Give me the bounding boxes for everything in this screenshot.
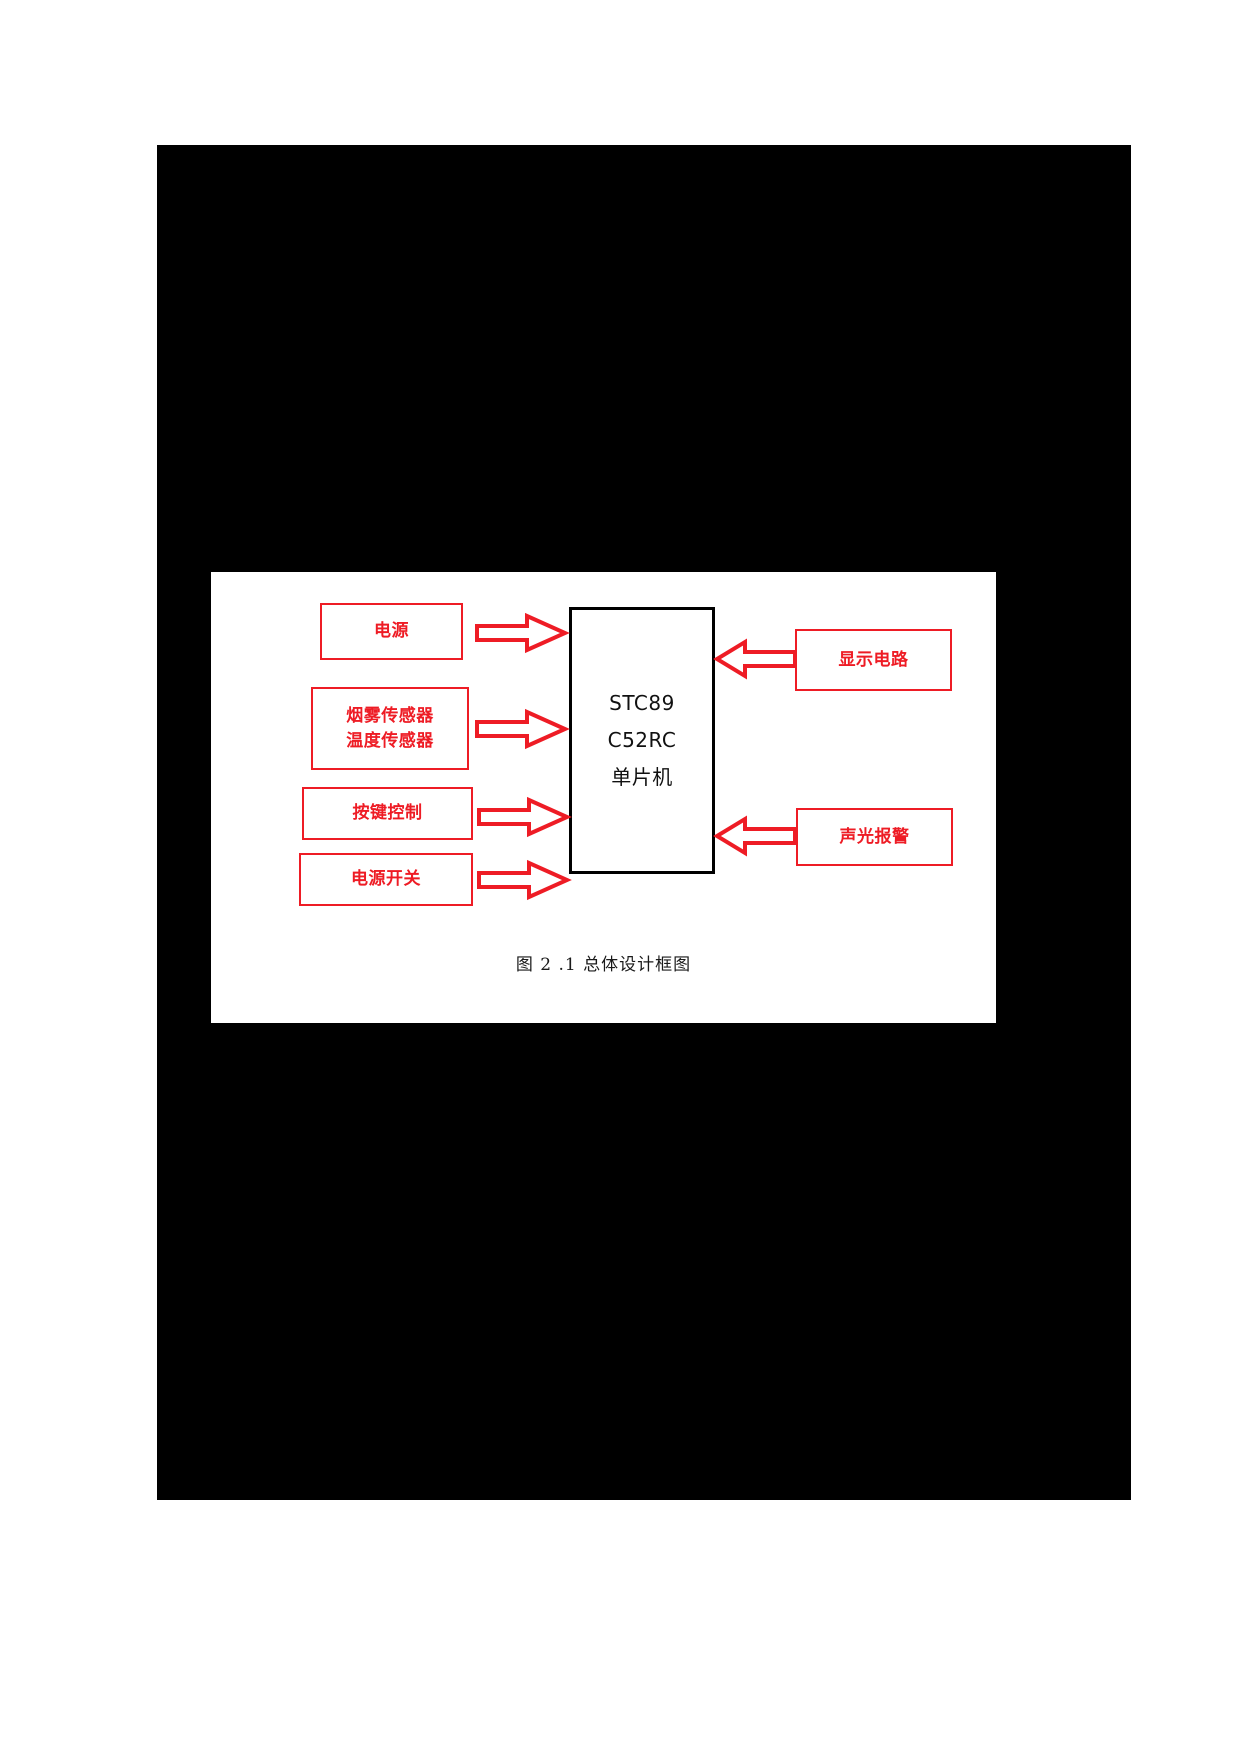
mcu-line-3: 单片机	[611, 765, 673, 789]
block-audible-visual-alarm-label: 声光报警	[839, 826, 910, 846]
block-temperature-sensor-label: 温度传感器	[346, 730, 434, 750]
figure-panel: 电源 烟雾传感器 温度传感器 按键控制 电源开关 STC89 C52RC 单片机…	[211, 572, 996, 1023]
block-key-control-label: 按键控制	[352, 803, 423, 823]
arrow-sensors-to-mcu	[475, 708, 570, 750]
block-power-supply[interactable]: 电源	[320, 603, 463, 660]
block-audible-visual-alarm[interactable]: 声光报警	[796, 808, 953, 866]
block-mcu[interactable]: STC89 C52RC 单片机	[569, 607, 715, 874]
block-power-supply-label: 电源	[374, 621, 409, 641]
arrow-alarm-to-mcu	[713, 815, 797, 857]
arrow-display-to-mcu	[713, 638, 797, 680]
arrow-keys-to-mcu	[477, 796, 572, 838]
block-power-switch-label: 电源开关	[351, 869, 421, 889]
block-smoke-sensor-label: 烟雾传感器	[346, 705, 434, 725]
arrow-power-to-mcu	[475, 612, 570, 654]
arrow-power-switch-to-mcu	[477, 859, 572, 901]
block-key-control[interactable]: 按键控制	[302, 787, 473, 840]
block-sensors[interactable]: 烟雾传感器 温度传感器	[311, 687, 469, 770]
mcu-line-1: STC89	[609, 691, 675, 715]
scanned-page: 电源 烟雾传感器 温度传感器 按键控制 电源开关 STC89 C52RC 单片机…	[157, 145, 1131, 1500]
figure-caption: 图 2 .1 总体设计框图	[515, 955, 692, 975]
block-display-circuit[interactable]: 显示电路	[795, 629, 952, 691]
block-display-circuit-label: 显示电路	[838, 649, 909, 669]
block-power-switch[interactable]: 电源开关	[299, 853, 473, 906]
mcu-line-2: C52RC	[607, 728, 677, 752]
